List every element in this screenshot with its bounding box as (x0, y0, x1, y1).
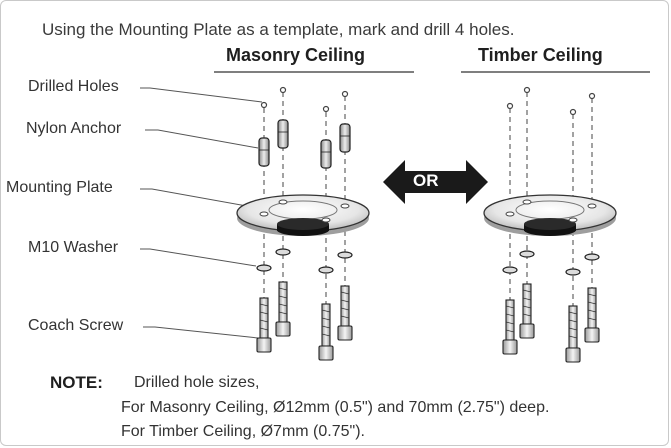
timber-washers (502, 250, 600, 276)
masonry-mounting-plate (236, 194, 370, 236)
timber-ceiling-heading: Timber Ceiling (478, 45, 603, 65)
instruction-text: Using the Mounting Plate as a template, … (42, 20, 515, 39)
leader-drilled-holes (140, 87, 263, 103)
note-timber-hole-size: For Timber Ceiling, Ø7mm (0.75"). (121, 423, 365, 440)
timber-assembly (483, 86, 617, 363)
note-masonry-hole-size: For Masonry Ceiling, Ø12mm (0.5") and 70… (121, 399, 550, 416)
masonry-nylon-anchors (258, 119, 351, 169)
note-intro: Drilled hole sizes, (134, 374, 260, 391)
label-drilled-holes: Drilled Holes (28, 78, 119, 95)
label-mounting-plate: Mounting Plate (6, 179, 113, 196)
timber-drilled-hole-markers (506, 86, 596, 116)
label-coach-screw: Coach Screw (28, 317, 124, 334)
masonry-coach-screws (256, 281, 353, 361)
timber-mounting-plate (483, 194, 617, 236)
leader-lines (140, 87, 263, 339)
masonry-assembly (236, 86, 370, 361)
or-double-arrow-icon (383, 160, 488, 204)
label-m10-washer: M10 Washer (28, 239, 119, 256)
note-title: NOTE: (50, 373, 103, 392)
leader-m10-washer (140, 248, 257, 267)
masonry-washers (256, 248, 353, 274)
masonry-ceiling-heading: Masonry Ceiling (226, 45, 366, 65)
leader-mounting-plate (140, 188, 259, 209)
masonry-drilled-hole-markers (260, 86, 349, 113)
or-label: OR (413, 171, 439, 190)
label-nylon-anchor: Nylon Anchor (26, 120, 122, 137)
timber-coach-screws (502, 283, 600, 363)
leader-coach-screw (143, 326, 259, 339)
leader-nylon-anchor (145, 129, 259, 149)
